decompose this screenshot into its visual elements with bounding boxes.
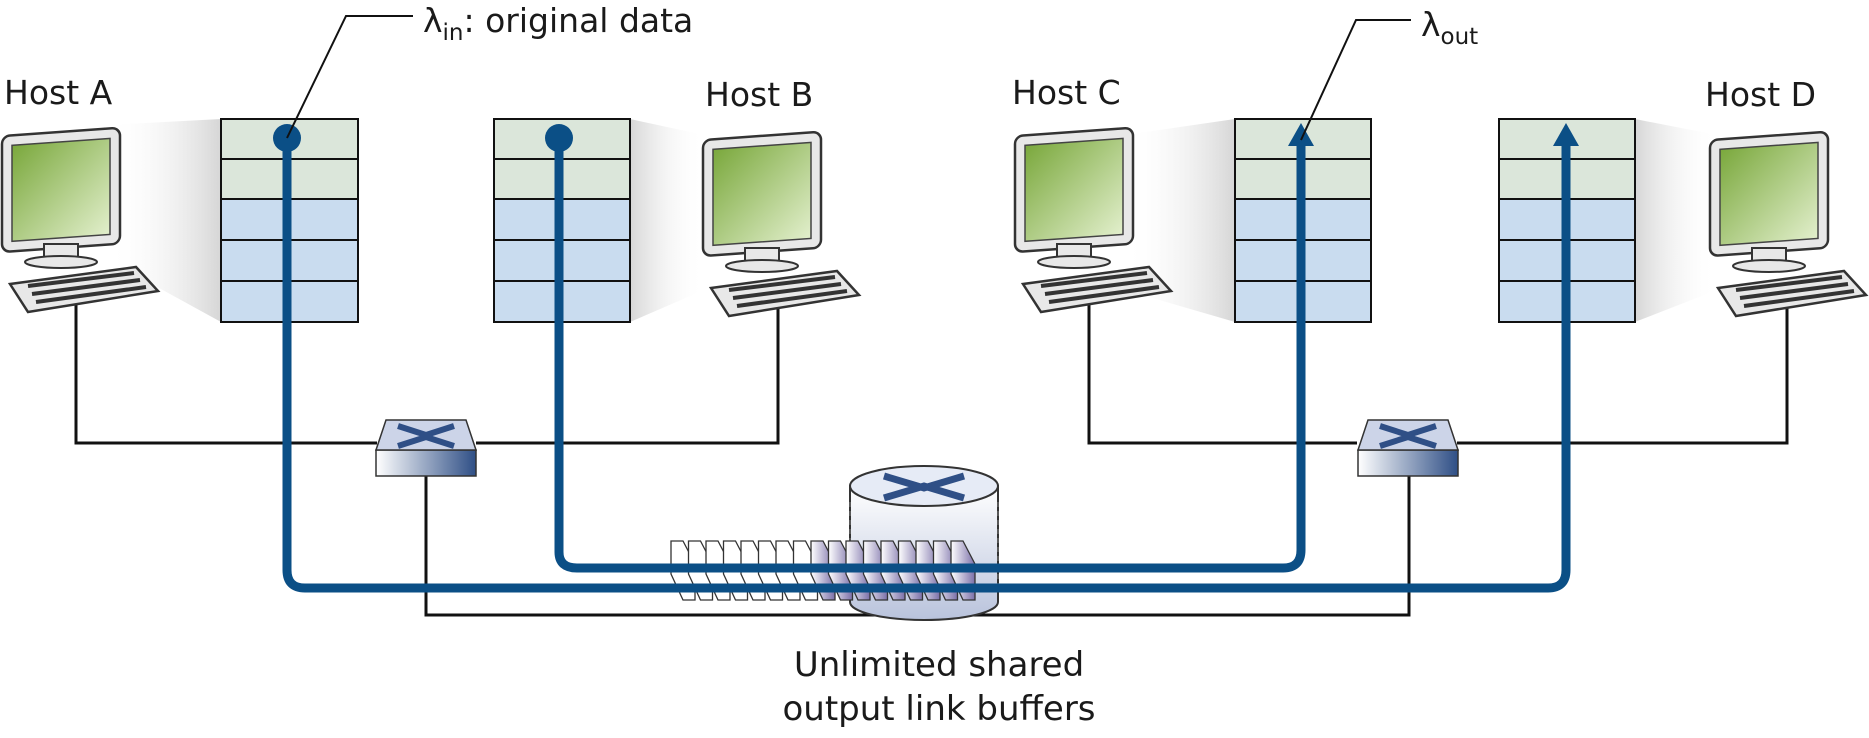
- host-d-label: Host D: [1705, 75, 1816, 114]
- host-c-label: Host C: [1012, 73, 1121, 112]
- desktop-computer-icon: [1708, 131, 1869, 318]
- flow-origin-dot-b: [545, 124, 573, 152]
- desktop-computer-icon: [701, 131, 862, 318]
- desktop-computer-icon: [0, 127, 161, 314]
- router-caption-line-1: Unlimited shared: [794, 645, 1084, 685]
- callout-leader-out: [1300, 19, 1411, 141]
- link-host-d-switch: [1457, 305, 1789, 445]
- callout-leader-in: [286, 15, 413, 139]
- host-a-label: Host A: [4, 73, 113, 112]
- buffer-projection-b: [630, 119, 704, 322]
- desktop-computer-icon: [1013, 127, 1174, 314]
- link-host-c-switch: [1087, 300, 1357, 445]
- arrow-up-icon: [1553, 123, 1579, 146]
- flow-paths: [282, 133, 1571, 593]
- host-b-label: Host B: [705, 75, 813, 114]
- buffer-projection-d: [1635, 119, 1717, 322]
- lambda-out-label: λout: [1421, 5, 1478, 50]
- link-host-b-switch: [476, 305, 780, 445]
- router-caption-line-2: output link buffers: [782, 689, 1095, 729]
- arrow-up-icon: [1288, 123, 1314, 146]
- switch-icon: [374, 419, 478, 477]
- lambda-in-label: λin: original data: [423, 1, 693, 46]
- flow-path-b-to-c: [554, 133, 1306, 573]
- flow-path-a-to-d: [282, 133, 1571, 593]
- link-host-a-switch: [74, 300, 377, 445]
- switch-icon: [1356, 419, 1460, 477]
